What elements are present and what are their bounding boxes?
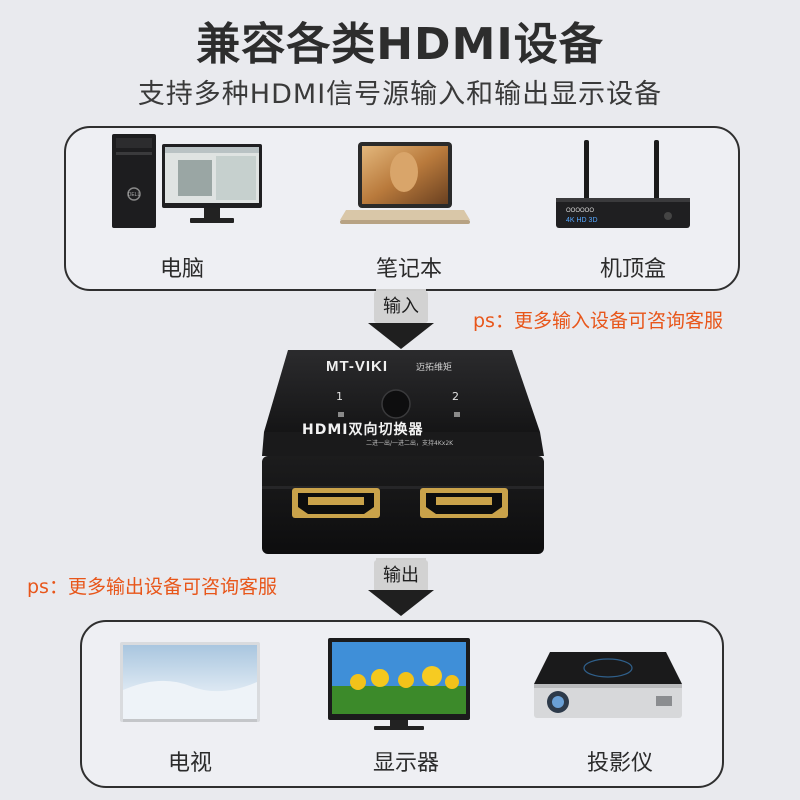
page-subtitle: 支持多种HDMI信号源输入和输出显示设备: [137, 79, 663, 110]
laptop-icon: [338, 140, 472, 230]
device-tagline: 二进一出/一进二出，支持4Kx2K: [366, 440, 454, 447]
output-arrow-label: 输出: [374, 560, 428, 592]
device-port1-label: 1: [336, 390, 343, 403]
input-arrow-label: 输入: [374, 291, 428, 323]
device-name: HDMI双向切换器: [302, 422, 424, 438]
input-label-laptop: 笔记本: [375, 257, 442, 282]
output-arrow-icon: [368, 590, 434, 616]
output-label-monitor: 显示器: [372, 751, 439, 776]
output-note: ps：更多输出设备可咨询客服: [27, 576, 277, 598]
device-brand-cn: 迈拓维矩: [416, 363, 453, 373]
hdmi-switch-device: MT-VIKI 迈拓维矩 1 2 HDMI双向切换器 二进一出/一进二出，支持4…: [258, 346, 548, 558]
svg-text:OOOOOO: OOOOOO: [566, 208, 594, 214]
input-label-settopbox: 机顶盒: [599, 257, 666, 282]
output-label-projector: 投影仪: [586, 751, 653, 776]
svg-text:DELL: DELL: [128, 192, 141, 198]
output-label-tv: 电视: [167, 751, 212, 776]
input-label-computer: 电脑: [159, 257, 204, 282]
set-top-box-icon: OOOOOO 4K HD 3D: [550, 136, 695, 234]
device-brand: MT-VIKI: [326, 358, 388, 375]
page-title: 兼容各类HDMI设备: [196, 19, 604, 70]
input-arrow-icon: [368, 323, 434, 349]
device-port2-label: 2: [452, 390, 459, 403]
input-note: ps：更多输入设备可咨询客服: [473, 310, 723, 332]
desktop-computer-icon: DELL: [106, 132, 266, 232]
tv-icon: [120, 640, 260, 724]
monitor-icon: [328, 638, 470, 732]
projector-icon: [528, 648, 686, 724]
svg-text:4K HD 3D: 4K HD 3D: [566, 217, 598, 224]
